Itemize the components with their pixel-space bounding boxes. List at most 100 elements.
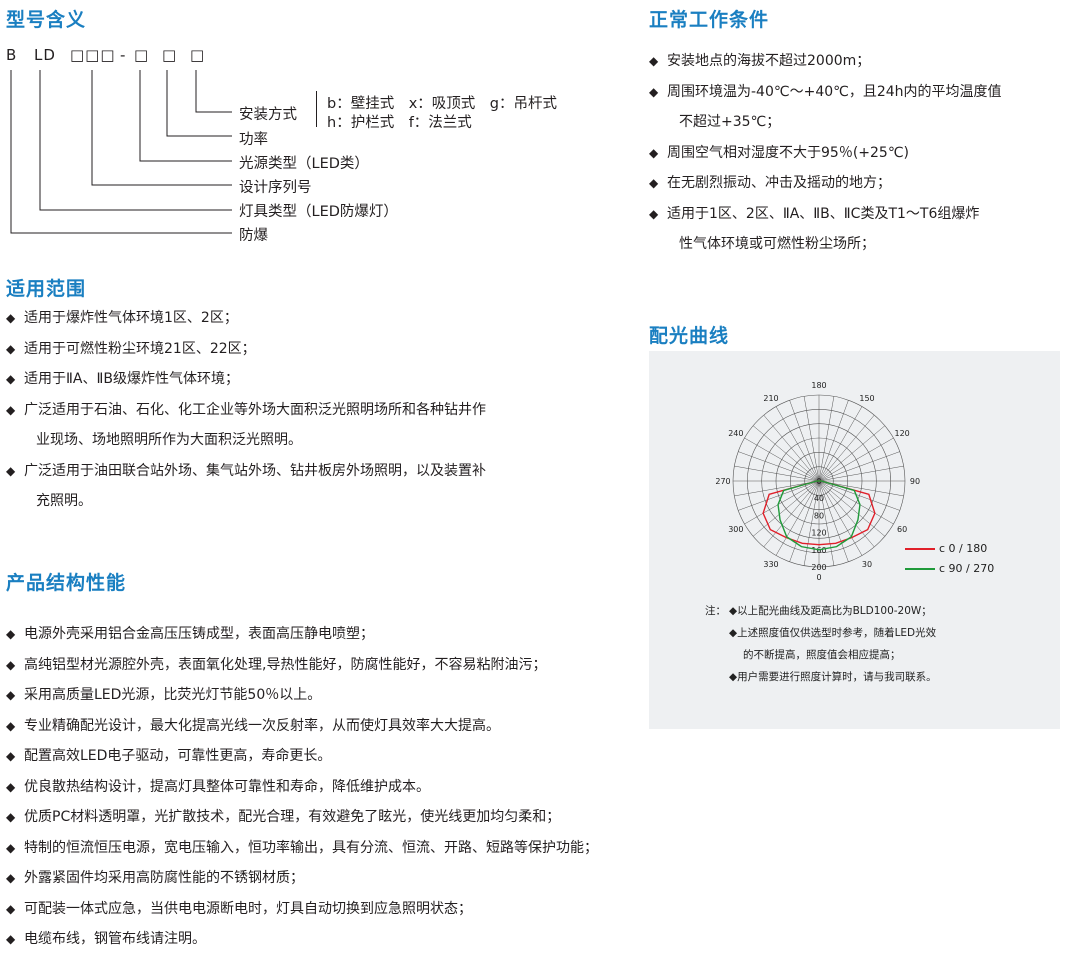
code-boxes: □□□: [70, 46, 116, 64]
install-bracket: [316, 91, 317, 127]
polar-spoke: [818, 425, 886, 482]
legend-c90-swatch: [905, 568, 935, 570]
polar-spoke: [803, 480, 820, 566]
polar-spoke: [775, 480, 820, 556]
diamond-bullet-icon: ◆: [649, 145, 659, 160]
line-explosion: [10, 70, 232, 234]
list-item: ◆广泛适用于油田联合站外场、集气站外场、钻井板房外场照明，以及装置补充照明。: [6, 456, 486, 517]
install-options-row1: b：壁挂式 x：吸顶式 g：吊杆式: [327, 96, 557, 112]
polar-spoke: [763, 480, 820, 548]
note-line-3: 的不断提高，照度值会相应提高；: [743, 649, 901, 661]
diamond-bullet-icon: ◆: [6, 341, 16, 356]
polar-spoke: [818, 414, 875, 482]
angle-tick-label: 120: [894, 429, 909, 438]
list-item: ◆安装地点的海拔不超过2000m；: [649, 46, 1002, 77]
code-b: B: [6, 46, 18, 64]
angle-tick-label: 180: [811, 381, 826, 390]
legend-c90-label: c 90 / 270: [939, 562, 995, 575]
model-heading: 型号含义: [6, 9, 87, 31]
polar-spoke: [818, 480, 863, 556]
radial-tick-label: 80: [814, 511, 824, 520]
polar-spoke: [789, 480, 820, 562]
legend-c0-label: c 0 / 180: [939, 542, 988, 555]
list-item: ◆适用于ⅡA、ⅡB级爆炸性气体环境；: [6, 364, 486, 395]
polar-spoke: [752, 480, 820, 537]
polar-spoke: [734, 480, 820, 497]
diamond-bullet-icon: ◆: [729, 605, 738, 617]
line-source: [139, 70, 232, 162]
polar-spoke: [789, 400, 820, 482]
polar-spoke: [818, 480, 875, 548]
polar-spoke: [775, 406, 820, 482]
radial-tick-label: 200: [811, 563, 826, 572]
line-series: [91, 70, 232, 186]
diamond-bullet-icon: ◆: [729, 671, 738, 683]
angle-tick-label: 270: [715, 477, 730, 486]
install-options-row2: h：护栏式 f：法兰式: [327, 115, 472, 131]
angle-tick-label: 30: [862, 560, 872, 569]
diamond-bullet-icon: ◆: [649, 54, 659, 68]
diamond-bullet-icon: ◆: [6, 871, 16, 885]
line-power: [166, 70, 232, 137]
angle-tick-label: 300: [728, 525, 743, 534]
structure-heading: 产品结构性能: [6, 572, 127, 594]
line-install: [195, 70, 232, 113]
note-prefix: 注：: [705, 605, 726, 617]
angle-tick-label: 330: [763, 560, 778, 569]
list-item: ◆特制的恒流恒压电源，宽电压输入，恒功率输出，具有分流、恒流、开路、短路等保护功…: [6, 833, 598, 864]
code-box-2: □: [162, 46, 178, 64]
list-item: ◆优良散热结构设计，提高灯具整体可靠性和寿命，降低维护成本。: [6, 772, 598, 803]
label-install: 安装方式: [239, 107, 297, 123]
polar-spoke: [818, 480, 900, 511]
polar-spoke: [744, 480, 820, 525]
list-item: ◆适用于可燃性粉尘环境21区、22区；: [6, 334, 486, 365]
diamond-bullet-icon: ◆: [649, 84, 659, 99]
polar-spoke: [818, 396, 835, 482]
polar-spoke: [818, 451, 900, 482]
polar-spoke: [803, 396, 820, 482]
label-explosion: 防爆: [239, 228, 268, 244]
list-item: ◆广泛适用于石油、石化、化工企业等外场大面积泛光照明场所和各种钻井作业现场、场地…: [6, 395, 486, 456]
list-item: ◆专业精确配光设计，最大化提高光线一次反射率，从而使灯具效率大大提高。: [6, 711, 598, 742]
polar-spoke: [818, 480, 886, 537]
list-item: ◆优质PC材料透明罩，光扩散技术，配光合理，有效避免了眩光，使光线更加均匀柔和；: [6, 802, 598, 833]
polar-spoke: [738, 451, 820, 482]
series-c0-curve: [762, 480, 876, 546]
list-item: ◆周围空气相对湿度不大于95％(+25℃): [649, 138, 1002, 169]
list-item: ◆周围环境温为-40℃～+40℃，且24h内的平均温度值不超过+35℃；: [649, 77, 1002, 138]
note-line-2: ◆上述照度值仅供选型时参考，随着LED光效: [729, 627, 937, 639]
polar-spoke: [818, 465, 904, 482]
list-item: ◆采用高质量LED光源，比荧光灯节能50％以上。: [6, 680, 598, 711]
diamond-bullet-icon: ◆: [6, 463, 16, 478]
polar-spoke: [744, 437, 820, 482]
conditions-list: ◆安装地点的海拔不超过2000m； ◆周围环境温为-40℃～+40℃，且24h内…: [649, 46, 1002, 260]
polar-spoke: [818, 480, 894, 525]
radial-tick-label: 120: [811, 529, 826, 538]
diamond-bullet-icon: ◆: [729, 627, 738, 639]
polar-chart: 0306090120150180210240270300330040801201…: [715, 381, 920, 582]
list-item: ◆配置高效LED电子驱动，可靠性更高，寿命更长。: [6, 741, 598, 772]
diamond-bullet-icon: ◆: [6, 840, 16, 855]
polar-spoke: [818, 480, 835, 566]
code-ld: LD: [34, 46, 56, 64]
diamond-bullet-icon: ◆: [649, 206, 659, 221]
label-source: 光源类型（LED类）: [239, 156, 369, 172]
polar-spoke: [818, 406, 863, 482]
model-connector-lines: [10, 70, 232, 234]
curve-heading: 配光曲线: [649, 325, 730, 347]
list-item: ◆在无剧烈振动、冲击及摇动的地方；: [649, 168, 1002, 199]
polar-spoke: [818, 400, 849, 482]
diamond-bullet-icon: ◆: [6, 810, 16, 824]
diamond-bullet-icon: ◆: [6, 688, 16, 702]
note-line-4: ◆用户需要进行照度计算时，请与我司联系。: [729, 671, 937, 683]
angle-tick-label: 0: [816, 573, 821, 582]
diamond-bullet-icon: ◆: [6, 627, 16, 641]
angle-tick-label: 150: [859, 394, 874, 403]
code-box-3: □: [190, 46, 206, 64]
line-lamp: [39, 70, 232, 211]
angle-tick-label: 60: [897, 525, 907, 534]
code-box-1: □: [134, 46, 150, 64]
label-lamp: 灯具类型（LED防爆灯）: [239, 204, 398, 220]
conditions-heading: 正常工作条件: [649, 9, 770, 31]
list-item: ◆外露紧固件均采用高防腐性能的不锈钢材质；: [6, 863, 598, 894]
